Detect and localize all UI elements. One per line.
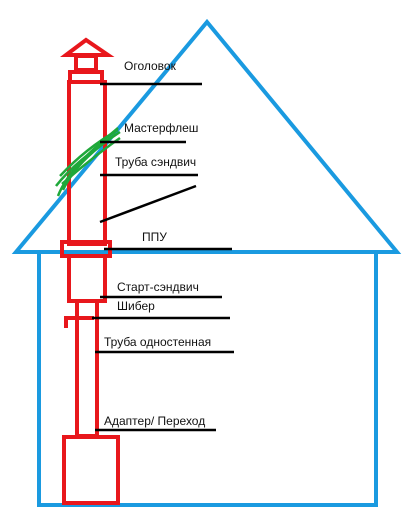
component-labels: Оголовок Мастерфлеш Труба сэндвич ППУ Ст… — [104, 59, 211, 428]
house-walls — [37, 252, 378, 507]
masterflash-flashing — [55, 127, 121, 197]
label-truba-odnostennaya: Труба одностенная — [104, 335, 211, 349]
chimney-cap-collar — [74, 54, 98, 72]
label-masterflesh: Мастерфлеш — [124, 121, 198, 135]
label-ogolovok: Оголовок — [124, 59, 177, 73]
label-adapter-perehod: Адаптер/ Переход — [104, 414, 205, 428]
leader-lines — [92, 82, 234, 432]
label-start-sendvich: Старт-сэндвич — [117, 280, 199, 294]
leader-truba-sendvich-diag — [99, 184, 197, 224]
chimney — [60, 37, 120, 505]
chimney-cap — [60, 37, 115, 57]
stove-base — [62, 435, 120, 505]
house-outline — [11, 18, 402, 507]
label-shiber: Шибер — [117, 299, 155, 313]
label-truba-sendvich: Труба сэндвич — [115, 155, 196, 169]
label-ppu: ППУ — [142, 230, 167, 244]
single-wall-pipe — [75, 299, 99, 438]
start-sandwich — [67, 254, 107, 303]
